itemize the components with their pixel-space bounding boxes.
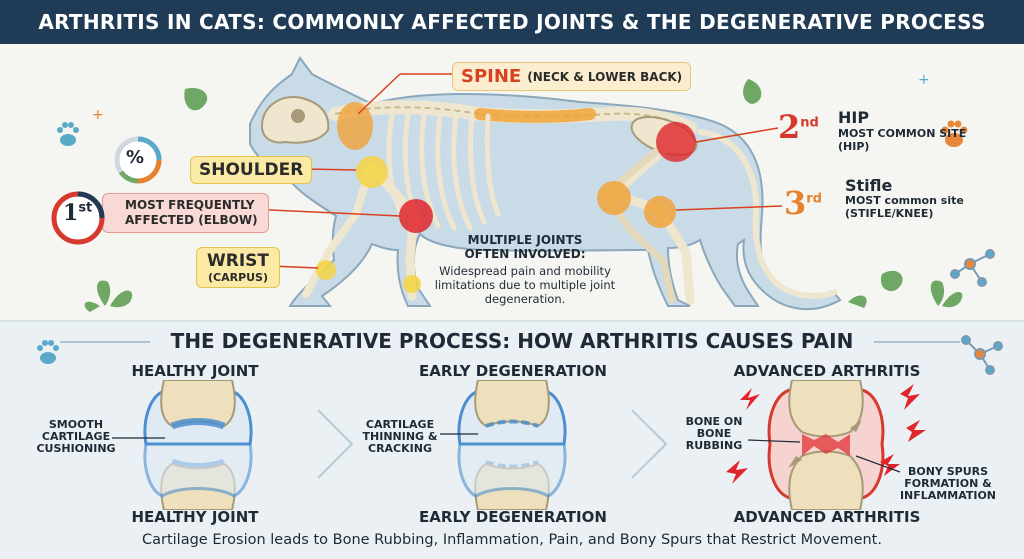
stage-advanced-caption: ADVANCED ARTHRITIS	[733, 508, 921, 526]
spine-inflamed-segment	[474, 108, 596, 123]
tail-bones	[697, 129, 838, 299]
wrist-label-detail: (CARPUS)	[207, 271, 269, 284]
decorations: + +	[37, 72, 1003, 375]
sparkle-icon: +	[92, 107, 104, 123]
shoulder-label-title: SHOULDER	[199, 160, 304, 180]
spine-label: SPINE (NECK & LOWER BACK)	[452, 62, 692, 91]
elbow-label-line1: MOST FREQUENTLY	[125, 198, 255, 212]
elbow-label-line2: AFFECTED (ELBOW)	[125, 213, 258, 227]
leaf-icon	[184, 88, 208, 111]
molecule-icon	[950, 249, 995, 287]
shoulder-joint-highlight	[356, 156, 388, 188]
wrist-joint-highlight	[316, 260, 336, 280]
arrow-right-icon	[317, 409, 354, 479]
stifle-joint-highlight	[597, 181, 631, 215]
process-section-title: THE DEGENERATIVE PROCESS: HOW ARTHRITIS …	[170, 329, 854, 353]
wrist-joint-highlight	[403, 275, 421, 293]
percent-gauge-icon	[114, 136, 162, 184]
wrist-label: WRIST (CARPUS)	[196, 247, 281, 288]
spine-label-title: SPINE	[461, 66, 522, 87]
stage-early-caption: EARLY DEGENERATION	[419, 508, 607, 526]
hip-label-title: HIP	[838, 108, 870, 127]
page-title: ARTHRITIS IN CATS: COMMONLY AFFECTED JOI…	[38, 10, 986, 34]
stage-healthy-title: HEALTHY JOINT	[131, 362, 259, 380]
stifle-joint-highlight	[644, 196, 676, 228]
pain-bolt-icon	[726, 384, 926, 484]
section-dividers	[60, 341, 960, 343]
healthy-joint-illustration	[143, 380, 253, 510]
header-bar: ARTHRITIS IN CATS: COMMONLY AFFECTED JOI…	[0, 0, 1024, 44]
molecule-icon	[961, 335, 1003, 375]
leaf-icon	[880, 270, 903, 292]
hip-joint-highlight	[656, 122, 696, 162]
leaf-icon	[743, 79, 762, 104]
rank-3-text: 3rd	[784, 184, 822, 222]
plant-icon	[930, 280, 963, 308]
wrist-label-title: WRIST	[207, 251, 270, 271]
shoulder-label: SHOULDER	[190, 156, 313, 184]
multiple-joints-description: Widespread pain and mobility limitations…	[434, 264, 616, 306]
hind-leg-bones	[601, 144, 676, 304]
advanced-joint-illustration	[767, 380, 885, 510]
cat-skeleton-illustration	[247, 56, 842, 311]
leader-lines	[247, 73, 783, 269]
paw-print-icon	[57, 122, 79, 146]
rank-2-text: 2nd	[778, 108, 819, 146]
stage-advanced-title: ADVANCED ARTHRITIS	[733, 362, 921, 380]
paw-print-icon	[37, 340, 59, 364]
arrow-right-icon	[631, 409, 668, 479]
leaf-icon	[848, 295, 867, 308]
elbow-joint-highlight	[399, 199, 433, 233]
early-joint-illustration	[457, 380, 567, 510]
stifle-label-title: Stifle	[845, 176, 893, 195]
rank-1-text: 1st	[63, 200, 93, 226]
percent-symbol: %	[126, 147, 145, 168]
elbow-label: MOST FREQUENTLY AFFECTED (ELBOW)	[102, 193, 269, 233]
spine-label-detail: (NECK & LOWER BACK)	[527, 69, 683, 84]
stage-early-title: EARLY DEGENERATION	[419, 362, 607, 380]
plant-icon	[84, 280, 133, 312]
neck-inflamed-spot	[337, 102, 373, 150]
sparkle-icon: +	[918, 72, 930, 88]
paw-print-icon	[941, 120, 968, 147]
process-caption: Cartilage Erosion leads to Bone Rubbing,…	[142, 532, 882, 548]
rank-1-badge-icon	[51, 191, 105, 245]
stifle-label-detail: MOST common site(STIFLE/KNEE)	[845, 194, 964, 220]
callout-lines	[112, 433, 901, 473]
joint-stage-illustrations	[112, 380, 926, 510]
hip-label-detail: MOST COMMON SITE(HIP)	[838, 127, 967, 153]
stage-healthy-caption: HEALTHY JOINT	[131, 508, 259, 526]
